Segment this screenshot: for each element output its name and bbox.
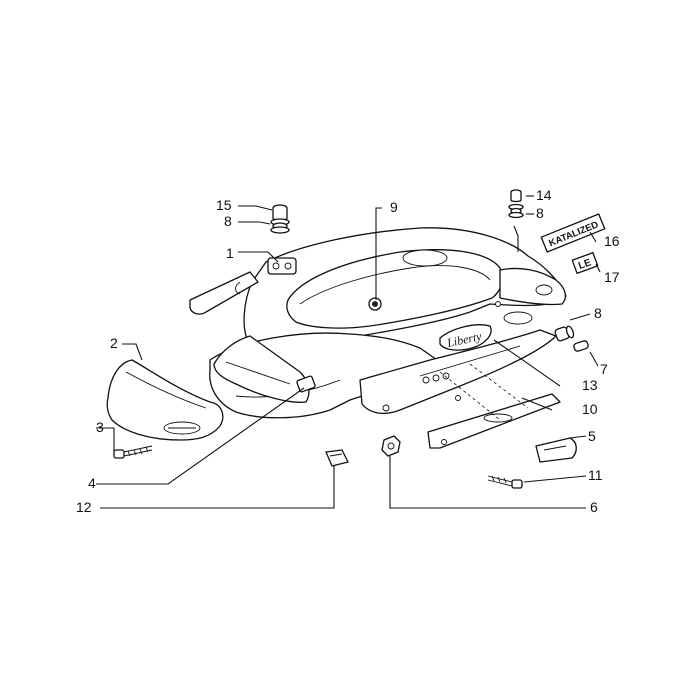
callout-labels: 1 2 3 4 5 6 7 8 8 8 9 10 11 12 13 14 15 … <box>76 187 620 515</box>
screw-part-3 <box>113 445 153 459</box>
reflector-part-5 <box>535 437 577 463</box>
callout-1: 1 <box>226 245 234 261</box>
callout-6: 6 <box>590 499 598 515</box>
liberty-emblem: Liberty <box>439 324 492 351</box>
sticker-le-text: LE <box>577 257 593 272</box>
callout-10: 10 <box>582 401 598 417</box>
grommet-part-8-left <box>270 218 290 234</box>
callout-8b: 8 <box>536 205 544 221</box>
nut-part-6 <box>381 435 401 457</box>
callout-5: 5 <box>588 428 596 444</box>
callout-2: 2 <box>110 335 118 351</box>
tray-part-10 <box>427 363 561 449</box>
callout-9: 9 <box>390 199 398 215</box>
grommet-part-8-side <box>554 325 575 342</box>
clip-part-4 <box>296 375 316 393</box>
callout-8c: 8 <box>594 305 602 321</box>
spacer-part-15 <box>272 204 288 221</box>
callout-3: 3 <box>96 419 104 435</box>
callout-8a: 8 <box>224 213 232 229</box>
callout-17: 17 <box>604 269 620 285</box>
callout-7: 7 <box>600 361 608 377</box>
spacer-part-14 <box>510 189 522 203</box>
callout-15: 15 <box>216 197 232 213</box>
callout-12: 12 <box>76 499 92 515</box>
callout-11: 11 <box>588 467 603 483</box>
leader-lines <box>96 195 601 509</box>
grommet-part-8-right <box>508 203 524 219</box>
callout-16: 16 <box>604 233 620 249</box>
callout-14: 14 <box>536 187 552 203</box>
spacer-part-7 <box>573 340 589 352</box>
nut-part-9 <box>368 297 382 311</box>
front-cover-part-2 <box>106 359 224 441</box>
clip-part-12 <box>325 449 349 467</box>
screw-part-11 <box>487 475 523 489</box>
callout-4: 4 <box>88 475 96 491</box>
body-shell <box>189 227 567 419</box>
sticker-le-part-17: LE <box>571 252 599 274</box>
sticker-katalized-part-16: KATALIZED <box>540 213 606 253</box>
callout-13: 13 <box>582 377 598 393</box>
